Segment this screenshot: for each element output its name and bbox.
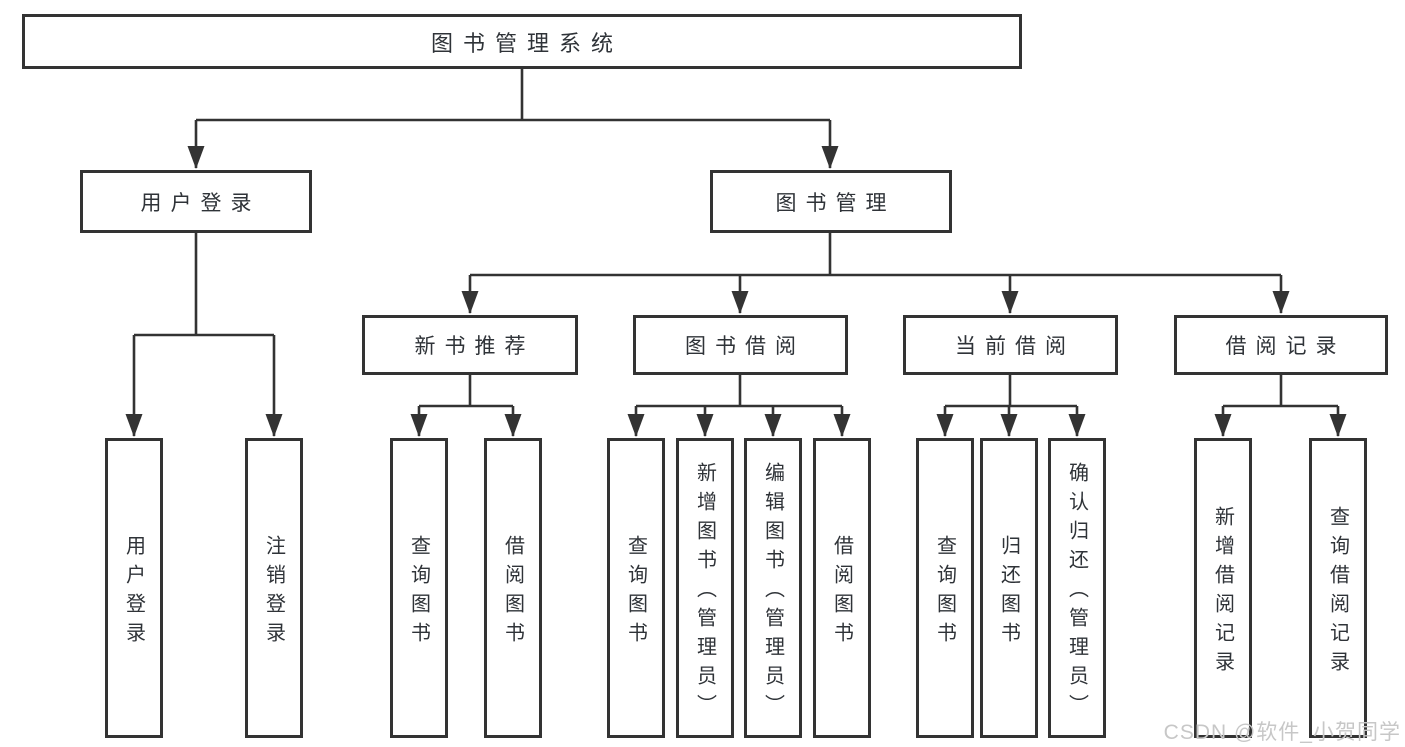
leaf-borrow-books-borrow-label: 借阅图书 bbox=[830, 534, 853, 651]
leaf-return-books-label: 归还图书 bbox=[997, 534, 1020, 651]
node-user-login-label: 用户登录 bbox=[140, 191, 261, 215]
node-current-borrow: 当前借阅 bbox=[903, 315, 1118, 375]
node-root-label: 图书管理系统 bbox=[430, 30, 623, 56]
leaf-add-books-admin-label: 新增图书（管理员） bbox=[693, 462, 716, 723]
leaf-borrow-books-newbook-label: 借阅图书 bbox=[501, 534, 524, 651]
leaf-query-borrow-record-label: 查询借阅记录 bbox=[1326, 505, 1349, 680]
leaf-query-borrow-record: 查询借阅记录 bbox=[1309, 438, 1367, 738]
leaf-query-books-current: 查询图书 bbox=[916, 438, 974, 738]
node-book-borrow-label: 图书借阅 bbox=[685, 335, 805, 358]
watermark: CSDN @软件_小贺同学 bbox=[1163, 721, 1401, 744]
leaf-query-books-newbook-label: 查询图书 bbox=[407, 534, 430, 651]
leaf-user-login: 用户登录 bbox=[105, 438, 163, 738]
leaf-borrow-books-borrow: 借阅图书 bbox=[813, 438, 871, 738]
node-current-borrow-label: 当前借阅 bbox=[955, 335, 1075, 358]
node-book-management-label: 图书管理 bbox=[775, 191, 896, 215]
leaf-logout: 注销登录 bbox=[245, 438, 303, 738]
node-book-borrow: 图书借阅 bbox=[633, 315, 848, 375]
node-new-book-recommend-label: 新书推荐 bbox=[414, 335, 535, 358]
leaf-add-borrow-record: 新增借阅记录 bbox=[1194, 438, 1252, 738]
node-root-system: 图书管理系统 bbox=[22, 14, 1022, 69]
leaf-edit-books-admin: 编辑图书（管理员） bbox=[744, 438, 802, 738]
leaf-add-borrow-record-label: 新增借阅记录 bbox=[1211, 505, 1234, 680]
node-book-management: 图书管理 bbox=[710, 170, 952, 233]
leaf-add-books-admin: 新增图书（管理员） bbox=[676, 438, 734, 738]
leaf-borrow-books-newbook: 借阅图书 bbox=[484, 438, 542, 738]
leaf-query-books-borrow-label: 查询图书 bbox=[624, 534, 647, 651]
leaf-query-books-newbook: 查询图书 bbox=[390, 438, 448, 738]
node-user-login: 用户登录 bbox=[80, 170, 312, 233]
node-borrow-records: 借阅记录 bbox=[1174, 315, 1388, 375]
leaf-query-books-borrow: 查询图书 bbox=[607, 438, 665, 738]
leaf-user-login-label: 用户登录 bbox=[122, 534, 145, 651]
leaf-return-books: 归还图书 bbox=[980, 438, 1038, 738]
node-borrow-records-label: 借阅记录 bbox=[1225, 335, 1346, 358]
node-new-book-recommend: 新书推荐 bbox=[362, 315, 578, 375]
leaf-logout-label: 注销登录 bbox=[262, 534, 285, 651]
leaf-confirm-return-admin: 确认归还（管理员） bbox=[1048, 438, 1106, 738]
leaf-query-books-current-label: 查询图书 bbox=[933, 534, 956, 651]
leaf-confirm-return-admin-label: 确认归还（管理员） bbox=[1065, 462, 1088, 723]
leaf-edit-books-admin-label: 编辑图书（管理员） bbox=[761, 462, 784, 723]
